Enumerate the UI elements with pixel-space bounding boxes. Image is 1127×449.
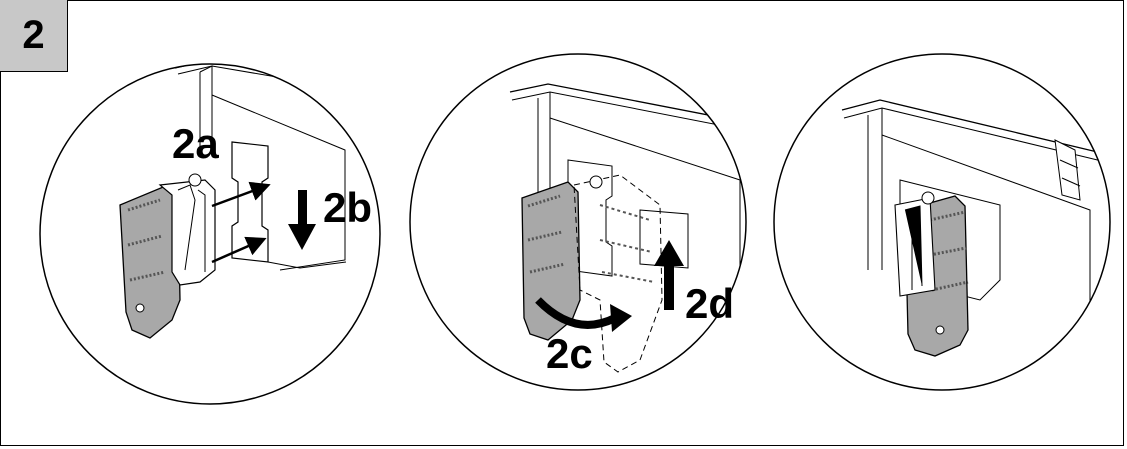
panel-result [773, 53, 1111, 391]
bracket-ghost [573, 174, 663, 373]
panel-step-2a-2b: 2a 2b [39, 63, 381, 405]
panel-step-2c-2d: 2c 2d [409, 53, 747, 391]
label-2c: 2c [546, 330, 593, 377]
panel-3-device-drawing [841, 99, 1110, 357]
step-number: 2 [22, 13, 45, 57]
label-2b: 2b [323, 184, 372, 231]
label-2d: 2d [685, 280, 734, 327]
panel-2-device-drawing [509, 83, 746, 373]
label-2a: 2a [172, 120, 219, 167]
step-number-badge: 2 [0, 0, 68, 72]
bracket-1 [119, 184, 181, 339]
